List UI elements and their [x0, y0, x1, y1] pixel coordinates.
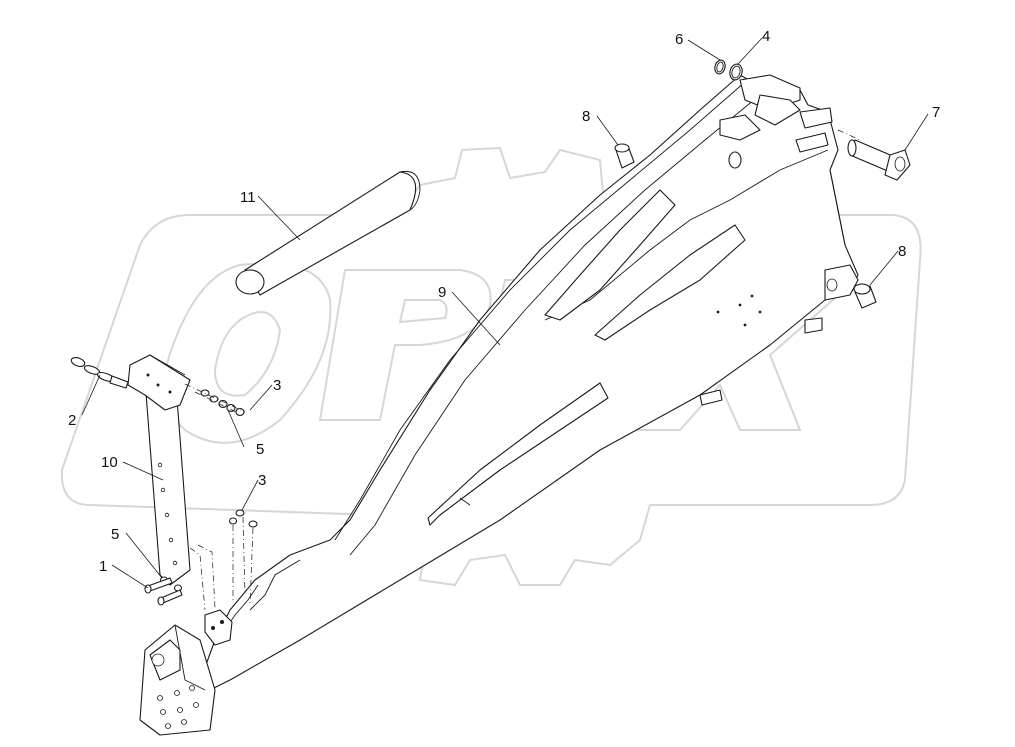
boom-frame: [194, 74, 859, 696]
rings: [714, 59, 743, 81]
boom-cutout-upper: [544, 189, 676, 321]
callout-3-upper: 3: [273, 377, 281, 394]
callout-8-lower: 8: [898, 243, 906, 260]
bushing-lower: [853, 283, 877, 309]
boom-outer-body: [194, 74, 859, 696]
watermark-letter-o: [163, 262, 332, 444]
callout-5-lower: 5: [111, 526, 119, 543]
leader-lines: [81, 37, 929, 589]
callout-6: 6: [675, 31, 683, 48]
boom-cutout-lower: [427, 382, 609, 526]
watermark-gear: [60, 146, 922, 587]
callout-4: 4: [762, 28, 770, 45]
pivot-pin: [837, 129, 911, 181]
callout-7: 7: [932, 104, 940, 121]
callout-10: 10: [101, 454, 118, 471]
mounting-plate: [139, 624, 216, 736]
fasteners-upper: [184, 383, 246, 417]
callout-5-upper: 5: [256, 441, 264, 458]
bushing-upper: [614, 143, 635, 169]
support-bar: [127, 354, 191, 586]
callout-labels: 11 6 4 8 7 8 9 2 3 5 10 3 5 1: [68, 28, 940, 575]
bar-top-bracket: [127, 354, 191, 411]
callout-3-lower: 3: [258, 472, 266, 489]
callout-9: 9: [438, 284, 446, 301]
bolts: [144, 577, 183, 606]
chain-clip: [70, 356, 129, 389]
callout-8-upper: 8: [582, 108, 590, 125]
lower-bracket: [204, 609, 233, 646]
callout-11: 11: [240, 189, 256, 206]
boom-cutout-middle: [594, 224, 746, 341]
callout-1: 1: [99, 558, 107, 575]
callout-2: 2: [68, 412, 76, 429]
part-tube: [235, 170, 421, 296]
